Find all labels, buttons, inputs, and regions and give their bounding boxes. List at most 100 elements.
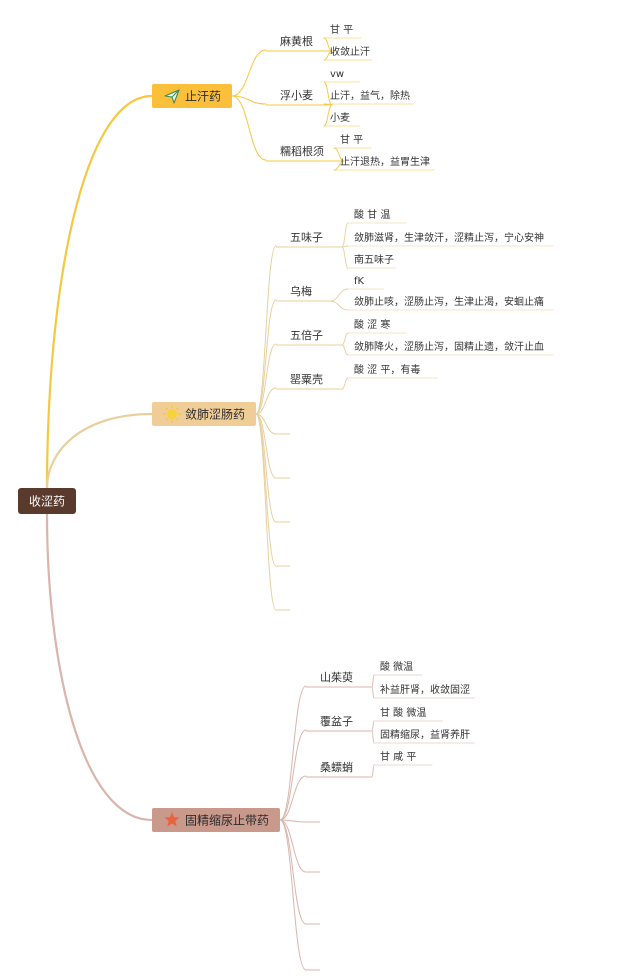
branch-to-herb-line <box>279 775 307 821</box>
herb-name: 山茱萸 <box>320 671 353 684</box>
note-text: vw <box>330 69 344 80</box>
note-node[interactable]: 甘 酸 微温 <box>380 706 426 719</box>
note-node[interactable]: 止汗退热，益胃生津 <box>340 155 430 168</box>
herb-node[interactable]: 五味子 <box>290 231 323 244</box>
herb-to-note-line <box>341 222 349 248</box>
note-text: 止汗，益气，除热 <box>330 89 410 102</box>
note-text: 南五味子 <box>354 253 394 266</box>
herb-node[interactable]: 五倍子 <box>290 328 323 342</box>
herb-name: 桑螵蛸 <box>320 760 353 774</box>
note-text: 甘 酸 微温 <box>380 706 426 719</box>
branch-to-herb-line <box>255 343 277 415</box>
note-node[interactable]: 酸 涩 平，有毒 <box>354 363 420 376</box>
note-text: 收敛止汗 <box>330 45 370 58</box>
herb-to-note-line <box>371 720 375 732</box>
branch-label: 固精缩尿止带药 <box>185 813 269 828</box>
herb-node[interactable]: 乌梅 <box>290 284 312 298</box>
note-text: 甘 平 <box>340 133 363 146</box>
branch-to-herb-line <box>255 413 277 567</box>
note-node[interactable]: 止汗，益气，除热 <box>330 89 410 102</box>
herb-to-note-line <box>323 104 333 127</box>
note-text: 敛肺降火，涩肠止泻，固精止遗，敛汗止血 <box>354 340 544 353</box>
herb-node[interactable]: 山茱萸 <box>320 671 353 684</box>
branch-to-herb-line <box>231 49 267 97</box>
note-text: 敛肺止咳，涩肠止泻，生津止渴，安蛔止痛 <box>354 295 544 308</box>
note-text: 酸 涩 寒 <box>354 318 390 331</box>
star-icon <box>164 812 180 827</box>
herb-to-note-line <box>371 764 375 778</box>
herb-node[interactable]: 罂粟壳 <box>290 372 323 386</box>
note-text: 甘 咸 平 <box>380 750 416 763</box>
herb-name: 浮小麦 <box>280 89 313 102</box>
herb-name: 麻黄根 <box>280 34 313 48</box>
note-node[interactable]: 酸 涩 寒 <box>354 318 390 331</box>
herb-to-note-line <box>341 332 349 346</box>
branch-box <box>152 84 232 108</box>
herb-to-note-line <box>341 344 349 356</box>
branch-label: 敛肺涩肠药 <box>185 407 245 422</box>
root-node[interactable]: 收涩药 <box>18 488 76 514</box>
note-node[interactable]: 敛肺止咳，涩肠止泻，生津止渴，安蛔止痛 <box>354 295 544 308</box>
herb-name: 五味子 <box>290 231 323 244</box>
branch-to-herb-line <box>231 95 267 161</box>
note-node[interactable]: 甘 平 <box>330 23 353 36</box>
note-text: 敛肺滋肾，生津敛汗，涩精止泻，宁心安神 <box>354 231 544 244</box>
note-node[interactable]: 补益肝肾，收敛固涩 <box>380 683 470 696</box>
note-node[interactable]: 酸 微温 <box>380 660 413 673</box>
herb-node[interactable]: 覆盆子 <box>320 714 353 728</box>
sun-icon <box>163 405 181 423</box>
branch-node[interactable]: 固精缩尿止带药 <box>152 808 280 832</box>
herb-node[interactable]: 浮小麦 <box>280 89 313 102</box>
note-text: 酸 微温 <box>380 660 413 673</box>
connector-lines <box>45 37 554 971</box>
note-text: 补益肝肾，收敛固涩 <box>380 683 470 696</box>
herb-to-note-line <box>371 730 375 744</box>
note-text: fK <box>354 276 365 287</box>
root-to-branch-line <box>45 512 154 822</box>
branch-box <box>152 808 280 832</box>
herb-name: 糯稻根须 <box>280 144 324 158</box>
branch-to-herb-line <box>279 819 307 823</box>
branch-to-herb-line <box>279 819 307 971</box>
branch-to-herb-line <box>255 413 277 479</box>
note-node[interactable]: 南五味子 <box>354 253 394 266</box>
herb-node[interactable]: 糯稻根须 <box>280 144 324 158</box>
herb-node[interactable]: 桑螵蛸 <box>320 760 353 774</box>
root-to-branch-line <box>45 94 154 490</box>
note-node[interactable]: 酸 甘 温 <box>354 208 390 221</box>
herb-to-note-line <box>341 377 349 390</box>
note-node[interactable]: 敛肺降火，涩肠止泻，固精止遗，敛汗止血 <box>354 340 544 353</box>
herb-to-note-line <box>329 288 349 302</box>
note-text: 小麦 <box>330 112 350 124</box>
branch-to-herb-line <box>255 413 277 611</box>
herb-to-note-line <box>329 300 349 311</box>
branch-node[interactable]: 止汗药 <box>152 84 232 108</box>
herb-name: 覆盆子 <box>320 714 353 728</box>
note-node[interactable]: 固精缩尿，益肾养肝 <box>380 728 470 741</box>
note-node[interactable]: 甘 咸 平 <box>380 750 416 763</box>
note-text: 止汗退热，益胃生津 <box>340 155 430 168</box>
branch-label: 止汗药 <box>185 90 221 104</box>
branch-to-herb-line <box>279 729 307 821</box>
herb-to-note-line <box>333 147 345 162</box>
note-text: 酸 涩 平，有毒 <box>354 363 420 376</box>
note-node[interactable]: 小麦 <box>330 112 350 124</box>
note-node[interactable]: vw <box>330 69 344 80</box>
root-to-branch-line <box>45 412 154 490</box>
note-node[interactable]: fK <box>354 276 365 287</box>
branch-to-herb-line <box>279 685 307 821</box>
herb-to-note-line <box>371 674 375 688</box>
branch-to-herb-line <box>279 819 307 925</box>
branch-to-herb-line <box>255 245 277 415</box>
branch-to-herb-line <box>255 299 277 415</box>
note-node[interactable]: 收敛止汗 <box>330 45 370 58</box>
paper-plane-icon <box>164 89 180 104</box>
note-node[interactable]: 甘 平 <box>340 133 363 146</box>
root-box <box>18 488 76 514</box>
herb-to-note-line <box>371 686 375 699</box>
branch-to-herb-line <box>231 95 267 105</box>
branch-node[interactable]: 敛肺涩肠药 <box>152 402 256 426</box>
herb-node[interactable]: 麻黄根 <box>280 34 313 48</box>
note-node[interactable]: 敛肺滋肾，生津敛汗，涩精止泻，宁心安神 <box>354 231 544 244</box>
